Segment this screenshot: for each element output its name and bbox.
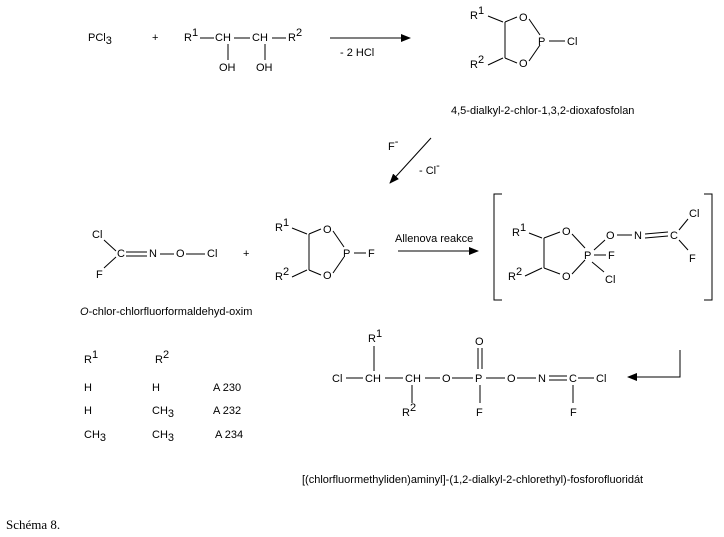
svg-text:CH3: CH3: [152, 429, 174, 444]
svg-text:O: O: [176, 248, 185, 260]
svg-text:R1: R1: [368, 328, 382, 345]
svg-text:Cl: Cl: [207, 248, 217, 260]
svg-text:CH: CH: [405, 373, 421, 385]
plus-sign-2: +: [243, 248, 249, 260]
svg-text:F: F: [608, 250, 615, 262]
svg-text:O: O: [475, 336, 484, 348]
svg-text:R1: R1: [275, 217, 289, 234]
svg-text:CH: CH: [252, 32, 268, 44]
svg-text:Cl: Cl: [567, 36, 577, 48]
table-row: H CH3 A 232: [84, 405, 241, 420]
svg-text:CH: CH: [215, 32, 231, 44]
svg-text:R1: R1: [470, 5, 484, 22]
svg-text:Cl: Cl: [332, 373, 342, 385]
right-bracket: [704, 193, 713, 301]
plus-sign: +: [152, 32, 158, 44]
svg-text:R2: R2: [288, 27, 302, 44]
allen-reaction-label: Allenova reakce: [395, 233, 473, 245]
reaction-1: PCl3 + R1 CH CH R2 OH OH - 2 HCl R1 R2 O: [88, 5, 634, 117]
reaction-1-arrow-label: - 2 HCl: [340, 47, 374, 59]
reaction-3: Cl F C N O Cl O-chlor-chlorfluorformalde…: [80, 193, 713, 318]
svg-text:H: H: [152, 382, 160, 394]
svg-text:O: O: [442, 373, 451, 385]
scheme-caption: Schéma 8.: [6, 517, 61, 532]
svg-text:R1: R1: [184, 27, 198, 44]
fluoride-label: F-: [388, 136, 399, 153]
svg-text:CH: CH: [365, 373, 381, 385]
svg-text:R2: R2: [402, 402, 416, 419]
left-bracket: [493, 193, 502, 301]
svg-text:O: O: [507, 373, 516, 385]
table-header-r1: R1: [84, 349, 98, 366]
final-step-arrow: [627, 350, 681, 381]
table-row: H H A 230: [84, 382, 241, 394]
pcl3-label: PCl3: [88, 32, 112, 47]
svg-text:O: O: [323, 224, 332, 236]
svg-text:OH: OH: [219, 62, 236, 74]
svg-text:A 232: A 232: [213, 405, 241, 417]
svg-text:F: F: [368, 248, 375, 260]
svg-text:Cl: Cl: [92, 229, 102, 241]
svg-text:O: O: [519, 58, 528, 70]
chloride-loss-label: - Cl-: [419, 160, 440, 177]
reaction-2: F- - Cl-: [388, 136, 440, 184]
svg-text:N: N: [634, 230, 642, 242]
substituent-table: R1 R2 H H A 230 H CH3 A 232 CH3 CH3 A 23…: [84, 349, 243, 444]
oxime-name: O-chlor-chlorfluorformaldehyd-oxim: [80, 306, 252, 318]
svg-text:P: P: [343, 248, 350, 260]
svg-text:R2: R2: [508, 266, 522, 283]
dioxaphospholane-name: 4,5-dialkyl-2-chlor-1,3,2-dioxafosfolan: [451, 105, 634, 117]
svg-text:A 230: A 230: [213, 382, 241, 394]
svg-text:P: P: [475, 373, 482, 385]
table-header-r2: R2: [155, 349, 169, 366]
svg-text:O: O: [562, 271, 571, 283]
svg-text:A 234: A 234: [215, 429, 243, 441]
svg-text:R1: R1: [512, 222, 526, 239]
intermediate-structure: R1 R2 O O P F Cl O N C Cl F: [493, 193, 713, 301]
table-row: CH3 CH3 A 234: [84, 429, 243, 444]
svg-text:Cl: Cl: [689, 208, 699, 220]
svg-text:N: N: [149, 248, 157, 260]
svg-text:F: F: [689, 253, 696, 265]
svg-text:Cl: Cl: [596, 373, 606, 385]
oxime-structure: Cl F C N O Cl: [92, 229, 217, 281]
final-product-structure: R1 Cl CH CH R2 O P O F O N C Cl F: [332, 328, 606, 419]
svg-text:O: O: [562, 226, 571, 238]
chlorophospholane-structure: R1 R2 O O P Cl: [470, 5, 577, 71]
svg-text:C: C: [569, 373, 577, 385]
svg-text:H: H: [84, 405, 92, 417]
svg-text:N: N: [538, 373, 546, 385]
svg-text:O: O: [519, 12, 528, 24]
svg-text:O: O: [323, 270, 332, 282]
svg-text:C: C: [117, 248, 125, 260]
svg-text:H: H: [84, 382, 92, 394]
svg-text:CH3: CH3: [152, 405, 174, 420]
svg-text:CH3: CH3: [84, 429, 106, 444]
fluoride-exchange-arrow: [389, 137, 432, 184]
svg-text:R2: R2: [275, 266, 289, 283]
fluorophospholane-structure: R1 R2 O O P F: [275, 217, 375, 283]
svg-text:F: F: [570, 407, 577, 419]
final-product-name: [(chlorfluormethyliden)aminyl]-(1,2-dial…: [302, 474, 643, 486]
diol-structure: R1 CH CH R2 OH OH: [184, 27, 302, 74]
svg-text:F: F: [96, 269, 103, 281]
svg-text:O: O: [606, 230, 615, 242]
svg-text:R2: R2: [470, 54, 484, 71]
svg-text:OH: OH: [256, 62, 273, 74]
svg-text:Cl: Cl: [605, 274, 615, 286]
svg-text:P: P: [538, 36, 545, 48]
svg-text:P: P: [584, 250, 591, 262]
svg-text:F: F: [476, 407, 483, 419]
svg-text:C: C: [670, 230, 678, 242]
